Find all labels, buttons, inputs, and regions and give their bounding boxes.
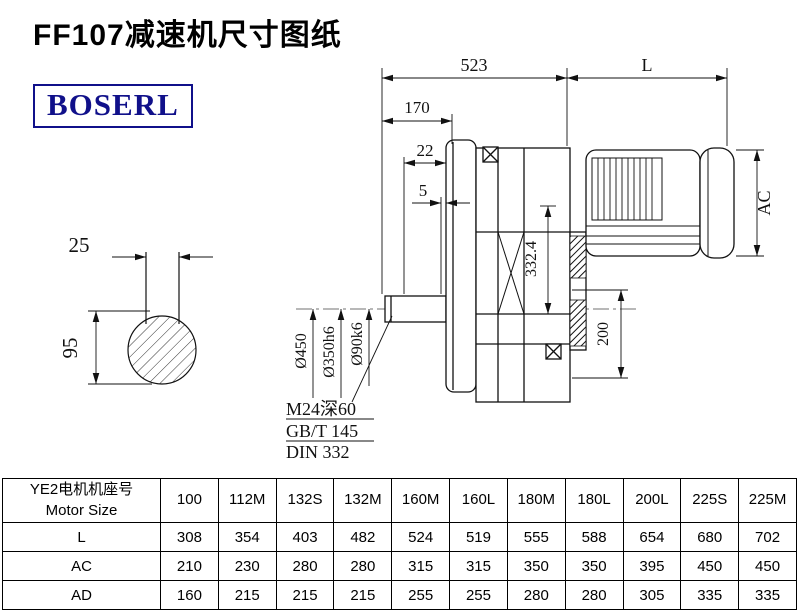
- motor-size-column-header: 180M: [506, 478, 566, 523]
- dimension-value-cell: 215: [333, 580, 393, 610]
- dimension-value-cell: 255: [391, 580, 451, 610]
- motor-size-column-header: 180L: [564, 478, 624, 523]
- dim-motor-diameter-label: AC: [754, 190, 774, 215]
- dimension-value-cell: 280: [564, 580, 624, 610]
- dimension-value-cell: 450: [738, 551, 797, 581]
- section-mark-bottom: [545, 343, 562, 360]
- row-label: L: [2, 522, 161, 552]
- motor-size-column-header: 160L: [449, 478, 508, 523]
- page-title: FF107减速机尺寸图纸: [33, 19, 342, 52]
- dimension-value-cell: 519: [449, 522, 508, 552]
- dimension-value-cell: 280: [275, 551, 335, 581]
- dimension-value-cell: 280: [333, 551, 393, 581]
- brand-logo-box: BOSERL: [33, 84, 193, 128]
- dimension-value-cell: 335: [738, 580, 797, 610]
- dimension-value-cell: 524: [391, 522, 451, 552]
- dimension-value-cell: 215: [217, 580, 277, 610]
- motor-size-header-en: Motor Size: [45, 501, 118, 519]
- dimension-value-cell: 482: [333, 522, 393, 552]
- dim-motor-length-label: L: [642, 55, 653, 75]
- motor-size-header-cell: YE2电机机座号 Motor Size: [2, 478, 161, 523]
- dim-bottom-height-label: 200: [595, 322, 612, 346]
- dim-flange-diameter-label: Ø450: [293, 333, 310, 369]
- motor-size-column-header: 200L: [622, 478, 682, 523]
- note-gb-standard: GB/T 145: [286, 421, 358, 441]
- technical-drawing: 25 95: [58, 55, 774, 462]
- output-shaft: [384, 295, 447, 323]
- dimension-value-cell: 395: [622, 551, 682, 581]
- note-din-standard: DIN 332: [286, 442, 350, 462]
- brand-logo-text: BOSERL: [47, 87, 179, 122]
- dimension-value-cell: 450: [680, 551, 740, 581]
- dimension-value-cell: 702: [738, 522, 797, 552]
- dimension-value-cell: 305: [622, 580, 682, 610]
- dimension-value-cell: 555: [506, 522, 566, 552]
- dimension-value-cell: 230: [217, 551, 277, 581]
- shaft-end-dimensions: [92, 253, 213, 384]
- motor-cooling-fins: [597, 158, 653, 220]
- dimension-value-cell: 255: [449, 580, 508, 610]
- section-mark-top: [482, 146, 499, 163]
- mounting-flange: [445, 139, 477, 393]
- motor-size-header-cn: YE2电机机座号: [29, 481, 134, 499]
- dim-spigot-diameter-label: Ø350h6: [321, 326, 338, 378]
- dim-key-height-label: 95: [58, 338, 82, 359]
- dim-total-length-label: 523: [461, 55, 488, 75]
- dimension-value-cell: 280: [506, 580, 566, 610]
- dimension-value-cell: 588: [564, 522, 624, 552]
- motor-size-column-header: 100: [160, 478, 219, 523]
- note-tapped-hole: M24深60: [286, 399, 356, 419]
- gearbox-side-view: [384, 139, 587, 403]
- dim-step-label: 5: [419, 181, 428, 200]
- dimension-value-cell: 680: [680, 522, 740, 552]
- dimension-lines: [286, 68, 764, 442]
- dimension-value-cell: 335: [680, 580, 740, 610]
- motor-size-column-header: 112M: [217, 478, 277, 523]
- dimension-value-cell: 160: [160, 580, 219, 610]
- dim-key-length-label: 22: [417, 141, 434, 160]
- motor-size-column-header: 225S: [680, 478, 740, 523]
- motor-size-column-header: 132S: [275, 478, 335, 523]
- gear-housing: [475, 147, 571, 403]
- dimension-value-cell: 210: [160, 551, 219, 581]
- motor-fan-cover: [699, 147, 735, 259]
- dimension-value-cell: 308: [160, 522, 219, 552]
- dimension-value-cell: 654: [622, 522, 682, 552]
- motor-size-column-header: 160M: [391, 478, 451, 523]
- motor-size-column-header: 132M: [333, 478, 393, 523]
- dim-shaft-length-label: 170: [404, 98, 430, 117]
- dim-key-width-label: 25: [69, 233, 90, 257]
- shaft-section-circle: [127, 315, 197, 385]
- row-label: AC: [2, 551, 161, 581]
- dimension-value-cell: 315: [391, 551, 451, 581]
- dimension-value-cell: 315: [449, 551, 508, 581]
- dimension-value-cell: 350: [564, 551, 624, 581]
- row-label: AD: [2, 580, 161, 610]
- dim-housing-height-label: 332.4: [523, 241, 540, 277]
- motor-fin-block: [591, 157, 663, 221]
- motor-body: [585, 149, 701, 257]
- motor: [585, 147, 735, 259]
- dimension-value-cell: 403: [275, 522, 335, 552]
- motor-size-column-header: 225M: [738, 478, 797, 523]
- dimension-value-cell: 215: [275, 580, 335, 610]
- shaft-end-view: [88, 252, 197, 385]
- dim-shaft-diameter-label: Ø90k6: [349, 322, 366, 366]
- dimension-value-cell: 350: [506, 551, 566, 581]
- dimension-value-cell: 354: [217, 522, 277, 552]
